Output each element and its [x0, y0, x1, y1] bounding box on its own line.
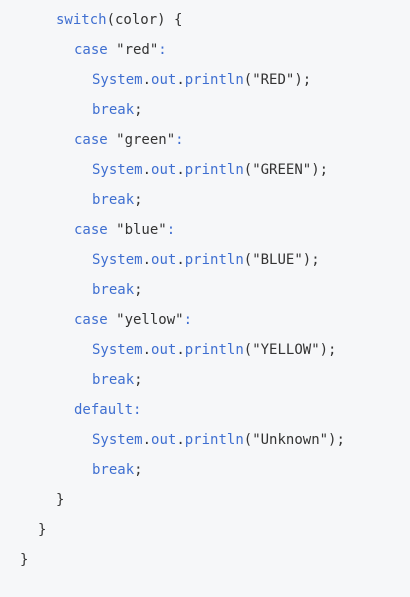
code-keyword: out — [151, 72, 177, 88]
code-keyword: : — [158, 42, 167, 58]
code-text: . — [142, 342, 152, 358]
code-line: case "red": — [74, 35, 167, 65]
code-keyword: break — [92, 102, 135, 118]
code-keyword: break — [92, 372, 135, 388]
code-text: . — [142, 72, 152, 88]
code-text: . — [142, 432, 152, 448]
code-keyword: println — [184, 162, 244, 178]
code-line: break; — [92, 455, 143, 485]
code-keyword: case — [74, 132, 108, 148]
code-keyword: System — [92, 432, 143, 448]
code-keyword: println — [184, 342, 244, 358]
code-text: . — [176, 162, 185, 178]
code-text: . — [176, 252, 185, 268]
code-keyword: println — [184, 252, 244, 268]
code-text: . — [176, 72, 185, 88]
code-line: System.out.println("RED"); — [92, 65, 311, 95]
code-line: break; — [92, 95, 143, 125]
code-keyword: System — [92, 162, 143, 178]
code-line: switch(color) { — [56, 5, 182, 35]
code-text: ("YELLOW"); — [243, 342, 337, 358]
code-keyword: default — [74, 402, 134, 418]
code-line: } — [56, 485, 64, 515]
code-line: break; — [92, 365, 143, 395]
code-keyword: : — [133, 402, 142, 418]
code-keyword: println — [184, 432, 244, 448]
code-keyword: case — [74, 222, 108, 238]
code-line: System.out.println("Unknown"); — [92, 425, 345, 455]
code-text: . — [176, 342, 185, 358]
code-text: (color) { — [106, 12, 183, 28]
code-text: "yellow" — [107, 312, 184, 328]
code-text: ("RED"); — [243, 72, 312, 88]
code-line: case "blue": — [74, 215, 175, 245]
code-line: } — [20, 545, 28, 575]
code-keyword: out — [151, 432, 177, 448]
code-text: } — [38, 522, 47, 538]
code-keyword: : — [166, 222, 176, 238]
code-text: ; — [134, 192, 143, 208]
code-keyword: break — [92, 282, 135, 298]
code-text: } — [20, 552, 29, 568]
code-line: break; — [92, 275, 143, 305]
code-line: case "yellow": — [74, 305, 192, 335]
code-line: default: — [74, 395, 141, 425]
code-keyword: println — [184, 72, 244, 88]
code-line: System.out.println("BLUE"); — [92, 245, 320, 275]
code-text: . — [142, 162, 152, 178]
code-text: ("BLUE"); — [243, 252, 320, 268]
code-text: ("Unknown"); — [243, 432, 345, 448]
code-text: ; — [134, 282, 143, 298]
code-keyword: System — [92, 342, 143, 358]
code-keyword: break — [92, 462, 135, 478]
code-line: } — [38, 515, 46, 545]
code-line: break; — [92, 185, 143, 215]
code-keyword: out — [151, 342, 177, 358]
code-keyword: break — [92, 192, 135, 208]
code-keyword: System — [92, 72, 143, 88]
code-keyword: System — [92, 252, 143, 268]
code-keyword: : — [183, 312, 193, 328]
code-text: ; — [134, 102, 143, 118]
code-text: ("GREEN"); — [243, 162, 329, 178]
code-keyword: switch — [56, 12, 107, 28]
code-line: System.out.println("YELLOW"); — [92, 335, 336, 365]
code-keyword: case — [74, 42, 108, 58]
code-text: ; — [134, 462, 143, 478]
code-text: ; — [134, 372, 143, 388]
code-text: } — [56, 492, 65, 508]
code-text: "red" — [107, 42, 159, 58]
code-line: System.out.println("GREEN"); — [92, 155, 328, 185]
code-keyword: out — [151, 162, 177, 178]
code-text: "blue" — [107, 222, 167, 238]
code-keyword: : — [175, 132, 184, 148]
code-text: . — [142, 252, 152, 268]
code-keyword: out — [151, 252, 177, 268]
code-text: . — [176, 432, 185, 448]
code-line: case "green": — [74, 125, 184, 155]
code-keyword: case — [74, 312, 108, 328]
code-text: "green" — [107, 132, 176, 148]
